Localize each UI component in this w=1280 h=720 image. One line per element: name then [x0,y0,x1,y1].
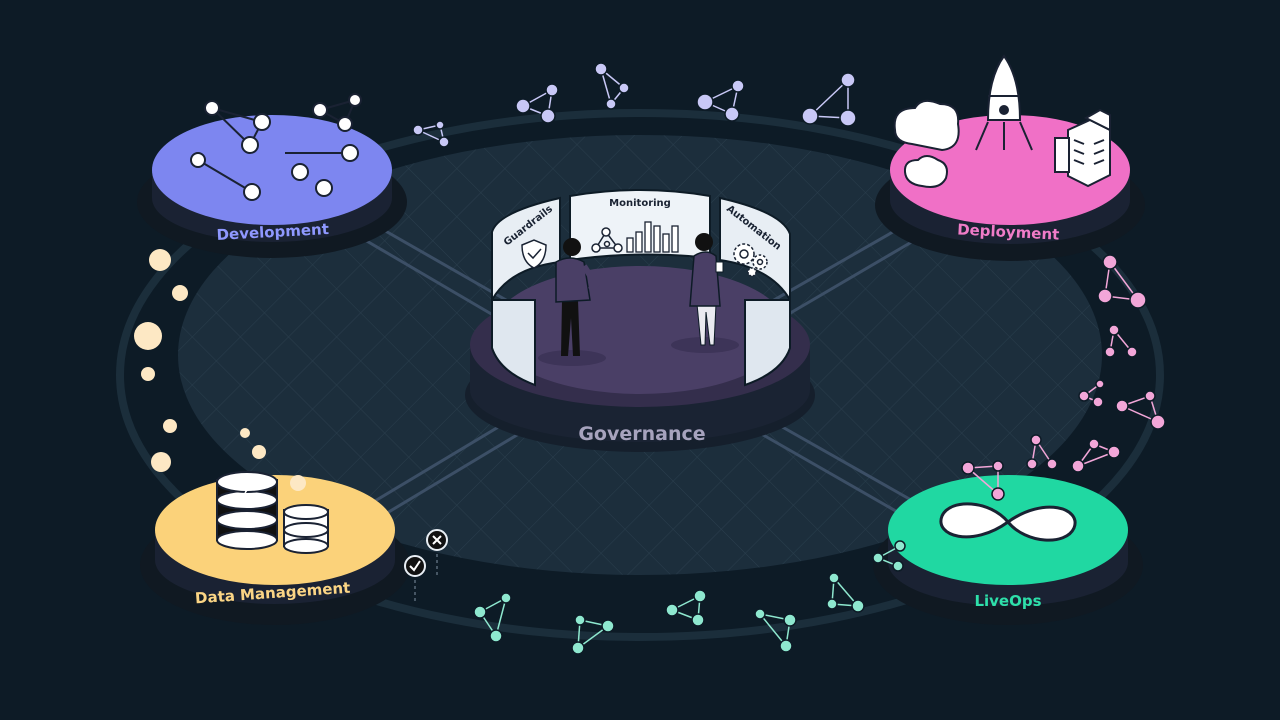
cloud-icon [893,99,960,188]
infinity-icon [939,502,1077,542]
molecule [961,460,1005,501]
building-icon [1054,108,1111,188]
rocket-icon [975,54,1033,151]
molecule [826,572,865,613]
platform-liveops: LiveOps [873,475,1143,625]
molecules-lilac [412,62,857,148]
molecule [1097,254,1147,309]
molecule [571,614,615,655]
check-marker-icon [404,555,426,604]
molecules-pink [961,254,1166,501]
person-woman [671,233,739,353]
liveops-label: LiveOps [974,592,1041,610]
molecule [473,592,512,643]
bar-chart-icon [626,221,679,253]
platform-data-management: Data Management [140,471,410,625]
molecule-cluster-dev [190,93,362,201]
gears-icon [733,243,768,277]
person-man [538,238,606,366]
x-marker-icon [426,529,448,578]
panel-label-monitoring: Monitoring [609,198,671,209]
molecule [801,72,857,127]
molecule [412,120,450,148]
molecule [1078,379,1105,408]
bubbles-data [134,249,306,491]
molecules-mint [473,540,906,655]
molecule [1115,390,1166,430]
database-icon [216,471,329,554]
platform-development: Development [137,93,407,258]
molecule [594,62,630,110]
development-label: Development [216,220,329,244]
governance-label: Governance [578,423,705,445]
molecule [1104,324,1138,358]
deployment-label: Deployment [957,220,1060,243]
lightning-icon [241,474,253,497]
molecule [696,79,745,122]
molecule [1071,438,1121,473]
molecule [1026,434,1058,470]
molecule [872,540,906,572]
shield-check-icon [521,239,547,269]
platform-deployment: Deployment [875,54,1145,261]
molecule [665,589,707,627]
network-graph-icon [591,227,623,253]
molecule [515,83,559,124]
governance-hub: Guardrails Monitoring Automation [465,189,815,452]
molecule [754,608,797,653]
